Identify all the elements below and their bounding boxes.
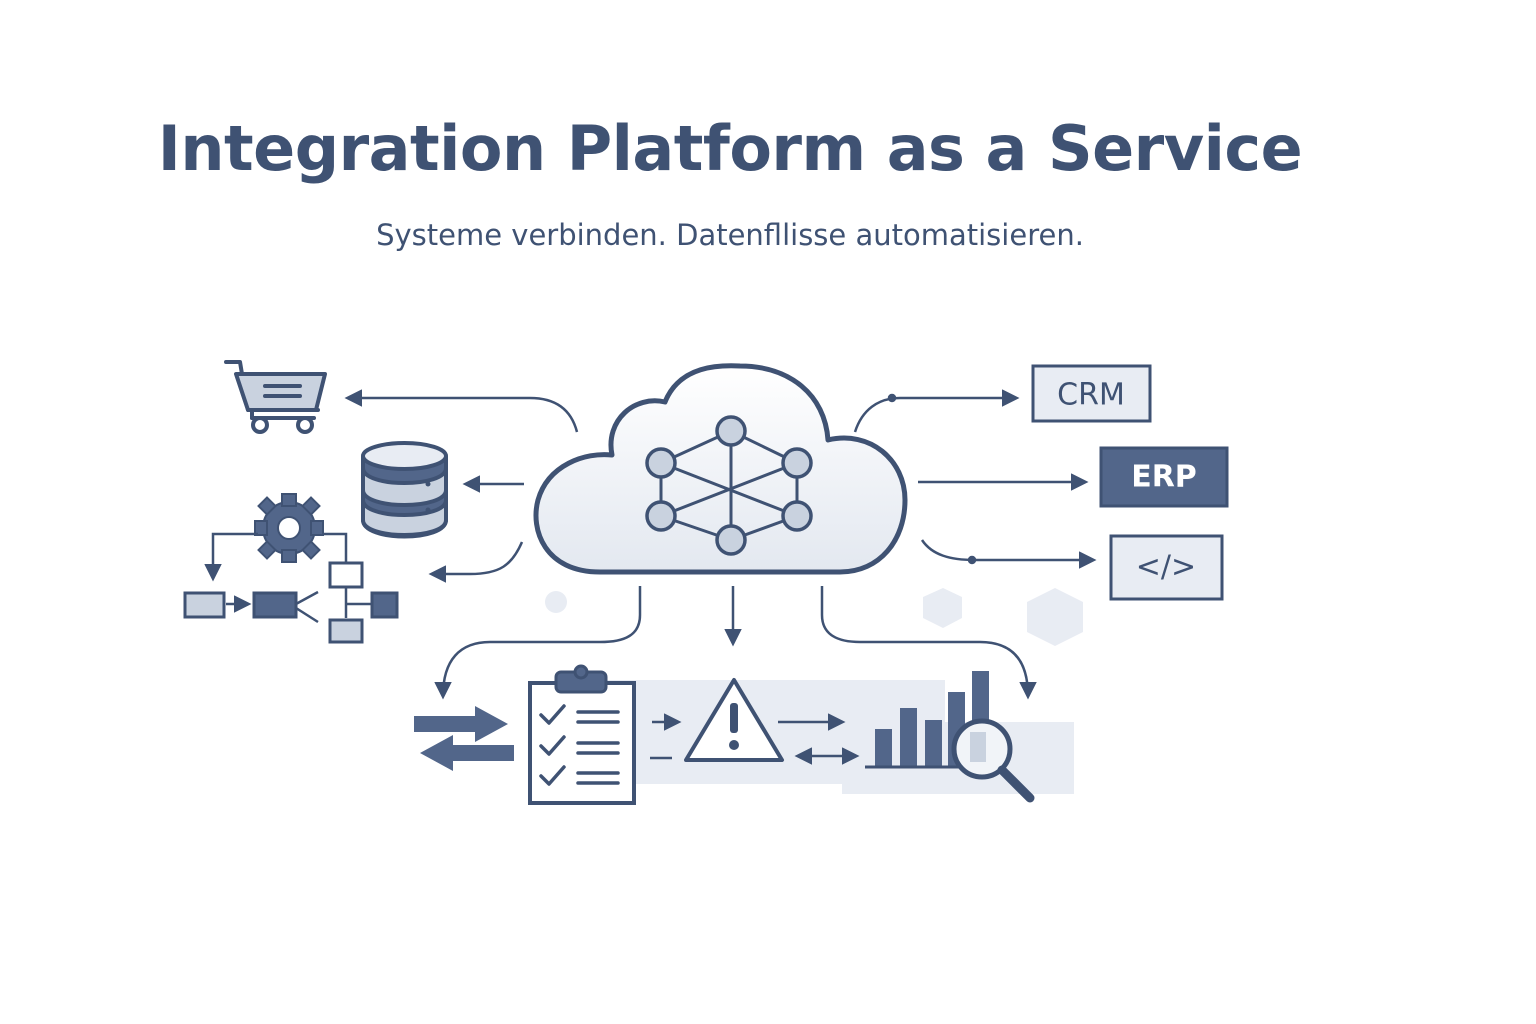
transfer-arrows-icon xyxy=(414,706,514,771)
database-icon xyxy=(361,441,448,539)
shopping-cart-icon xyxy=(224,360,327,434)
erp-label: ERP xyxy=(1131,460,1197,495)
connectors-right xyxy=(853,389,1097,569)
hexagon-icon xyxy=(923,588,962,628)
cloud-network-icon xyxy=(533,363,908,575)
connectors-left xyxy=(344,389,579,583)
hexagon-icon xyxy=(1027,588,1083,646)
checklist-clipboard-icon xyxy=(528,664,636,805)
page-subtitle: Systeme verbinden. Datenfllisse automati… xyxy=(376,218,1084,252)
code-label: </> xyxy=(1136,550,1196,585)
gear-workflow-icon xyxy=(183,493,399,644)
bottom-connectors xyxy=(650,713,860,765)
code-box: </> xyxy=(1109,534,1224,601)
crm-box: CRM xyxy=(1031,364,1152,423)
dot-icon xyxy=(545,591,567,613)
magnifier-icon xyxy=(951,718,1035,803)
crm-label: CRM xyxy=(1057,378,1125,413)
page-title: Integration Platform as a Service xyxy=(157,112,1303,185)
erp-box: ERP xyxy=(1099,446,1229,508)
warning-icon xyxy=(684,678,784,762)
connectors-down xyxy=(434,586,1037,700)
